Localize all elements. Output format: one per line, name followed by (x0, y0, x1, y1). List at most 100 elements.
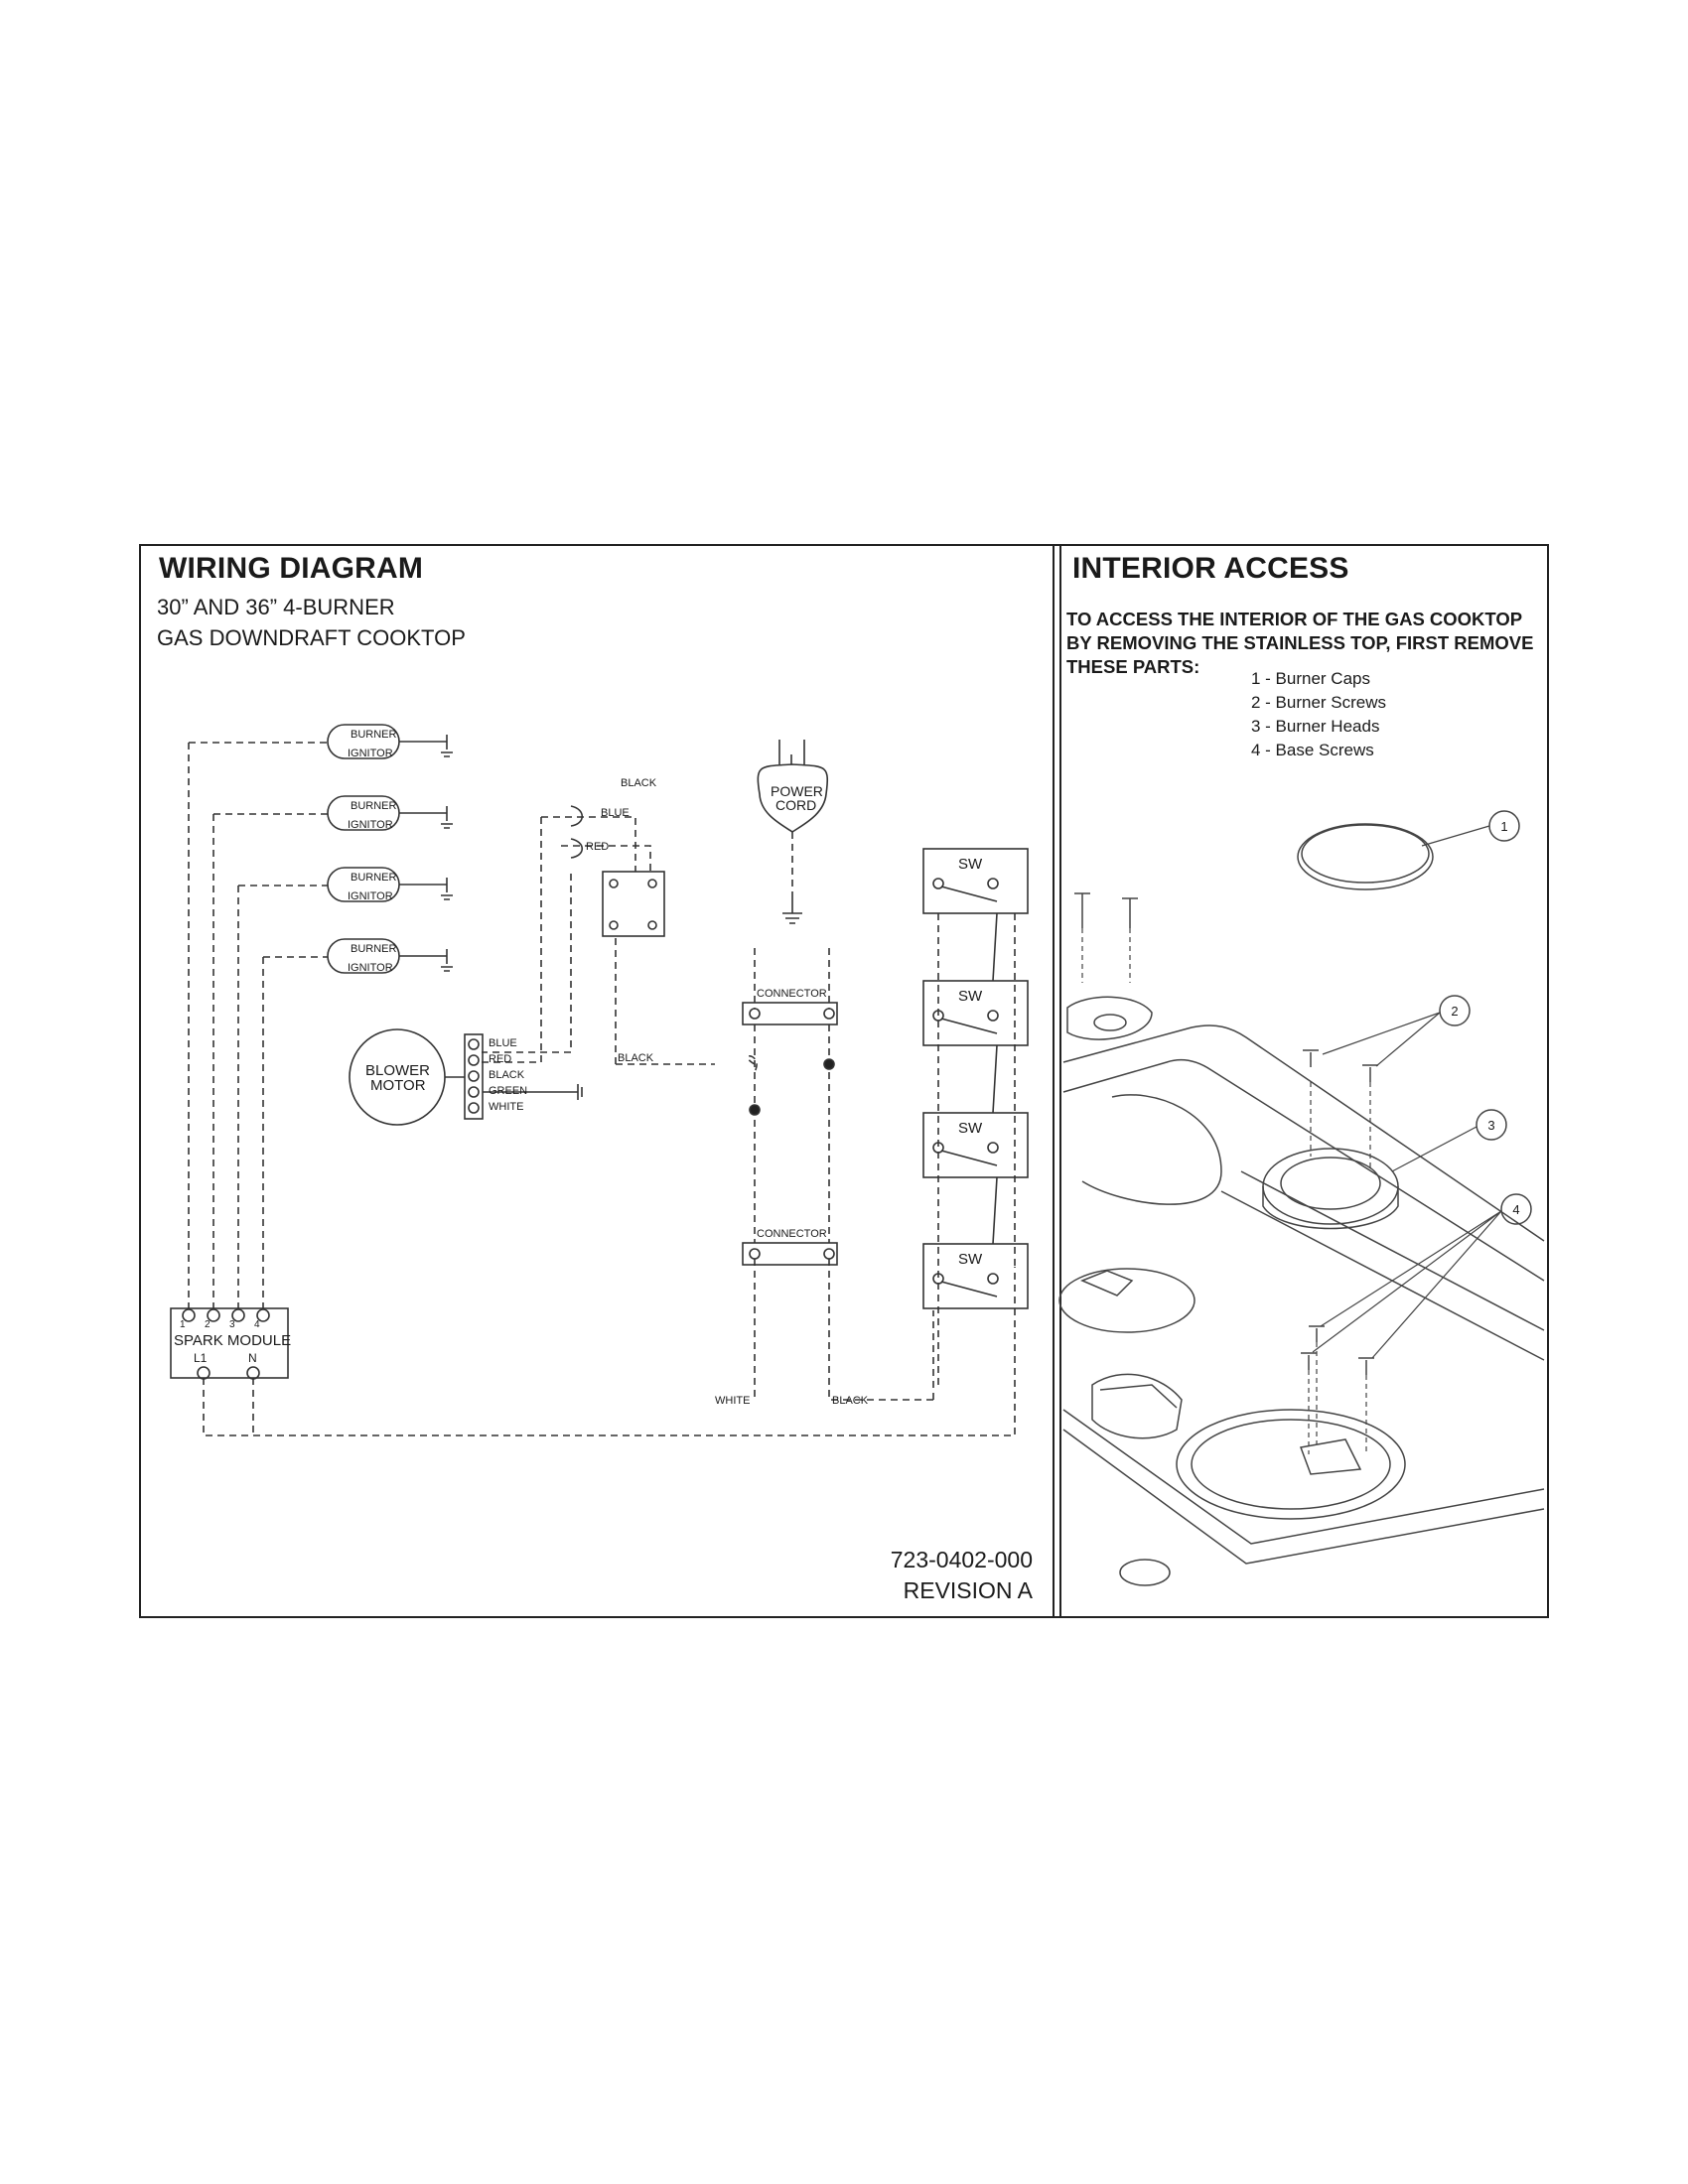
relay-wire-black: BLACK (621, 777, 657, 789)
relay-pin-2 (647, 879, 657, 888)
callout-4 (1500, 1193, 1532, 1225)
relay-pin-4 (647, 920, 657, 930)
burner-topleft-center (1093, 1014, 1127, 1031)
junction-dot-2 (749, 1104, 761, 1116)
spark-terminal-2: 2 (205, 1319, 211, 1330)
switch-feed (932, 913, 939, 1400)
burner-left-base (1058, 1268, 1196, 1333)
switch-3-label: SW (958, 1120, 983, 1137)
connector-top-pin-2 (823, 1008, 835, 1020)
relay-box (602, 871, 665, 937)
switch-2 (922, 980, 1029, 1046)
cooktop-inner-edge (1062, 1058, 1545, 1282)
wiring-subtitle-line2: GAS DOWNDRAFT COOKTOP (157, 625, 466, 650)
spark-terminal-1: 1 (180, 1319, 186, 1330)
diagram-sheet (139, 544, 1549, 1618)
wire-black-mid: BLACK (618, 1052, 654, 1064)
ignitor-4-line2: IGNITOR (348, 962, 393, 974)
ignitor-wire-1 (188, 742, 328, 1308)
access-instruction-3: THESE PARTS: (1066, 656, 1200, 677)
connector-bottom-label: CONNECTOR (757, 1228, 827, 1240)
spark-module-label: SPARK MODULE (174, 1332, 291, 1349)
connector-top (742, 1002, 838, 1025)
switch-boxes (922, 848, 1029, 1309)
control-knob (1091, 1373, 1183, 1439)
burner-topleft (1066, 996, 1153, 1040)
switch-1-label: SW (958, 856, 983, 873)
ignitor-wire-2 (212, 813, 328, 1308)
spark-l1-wire (203, 1267, 1016, 1436)
switch-labels: SW SW SW SW (958, 856, 983, 1268)
connector-bottom-pin-1 (749, 1248, 761, 1260)
relay-wire-blue: BLUE (601, 807, 630, 819)
spark-terminal-3: 3 (229, 1319, 235, 1330)
revision: REVISION A (903, 1577, 1033, 1603)
switch-links (992, 912, 998, 1245)
burner-head (1262, 1148, 1399, 1225)
spark-module-l1: L1 (194, 1351, 208, 1365)
switch-4-label: SW (958, 1251, 983, 1268)
motor-wire-labels: BLUE RED BLACK GREEN WHITE (489, 1037, 527, 1113)
switch-contacts (932, 878, 999, 1297)
ignitor-ground-1 (399, 735, 453, 757)
relay-red-wire (482, 874, 572, 1053)
ignitor-wire-4 (262, 956, 328, 1308)
ignitor-labels: BURNER IGNITOR BURNER IGNITOR BURNER IGN… (348, 729, 397, 974)
cooktop-front-edge (1062, 1409, 1545, 1545)
callout-4-number: 4 (1512, 1202, 1519, 1217)
ignitor-3-line2: IGNITOR (348, 890, 393, 902)
cooktop-channel (1220, 1170, 1545, 1361)
relay-wire-red: RED (586, 841, 609, 853)
burner-well-back (1081, 1094, 1222, 1205)
switch-2-label: SW (958, 988, 983, 1005)
blower-motor-label-2: MOTOR (370, 1077, 426, 1094)
spark-terminal-numbers: 1 2 3 4 (180, 1319, 260, 1330)
ignitor-3-line1: BURNER (351, 872, 397, 884)
wiring-subtitle-line1: 30” AND 36” 4-BURNER (157, 595, 395, 619)
panel-divider (1053, 544, 1061, 1618)
burner-cap (1297, 823, 1434, 890)
ignitor-wire-3 (237, 885, 328, 1308)
switch-1 (922, 848, 1029, 914)
relay-black-wire (477, 816, 636, 1063)
assembly-guides (1081, 928, 1371, 1454)
spark-terminal-4: 4 (254, 1319, 260, 1330)
wire-white-bottom: WHITE (715, 1395, 750, 1407)
ignitor-ground-3 (399, 878, 453, 900)
ignitor-4-line1: BURNER (351, 943, 397, 955)
motor-wire-red: RED (489, 1053, 511, 1065)
ignitor-1-line1: BURNER (351, 729, 397, 741)
spark-module-n: N (248, 1351, 257, 1365)
ignitor-ground-2 (399, 806, 453, 829)
motor-terminal-block (464, 1033, 484, 1120)
relay-pin-1 (609, 879, 619, 888)
knob-bottom (1119, 1559, 1171, 1586)
relay-wire-labels: BLACK BLUE RED BLACK WHITE BLACK (586, 777, 869, 1407)
spark-module-terminals (182, 1308, 270, 1380)
burner-head-inner (1280, 1157, 1381, 1210)
motor-wire-green: GREEN (489, 1085, 527, 1097)
switch-4 (922, 1243, 1029, 1309)
motor-terminals (468, 1038, 480, 1114)
burner-left-clip (1080, 1270, 1134, 1297)
relay-blue-wire (561, 845, 651, 872)
motor-wire-white: WHITE (489, 1101, 523, 1113)
connector-bottom (742, 1242, 838, 1266)
callout-2-number: 2 (1451, 1004, 1458, 1019)
ignitor-ground-4 (399, 949, 453, 972)
callout-3-number: 3 (1487, 1118, 1494, 1133)
cooktop-front-lip (1062, 1429, 1545, 1565)
access-instruction-1: TO ACCESS THE INTERIOR OF THE GAS COOKTO… (1066, 609, 1523, 629)
control-knob-grip (1099, 1384, 1178, 1409)
wire-black-bottom: BLACK (832, 1395, 869, 1407)
motor-wire-blue: BLUE (489, 1037, 517, 1049)
burner-cap-rim (1301, 824, 1430, 884)
power-cord-label-2: CORD (775, 797, 816, 813)
black-mid-wire (616, 1055, 758, 1073)
motor-wire-black: BLACK (489, 1069, 525, 1081)
callout-3 (1476, 1109, 1507, 1141)
junction-dot-1 (823, 1058, 835, 1070)
blower-motor-label-1: BLOWER (365, 1062, 430, 1079)
